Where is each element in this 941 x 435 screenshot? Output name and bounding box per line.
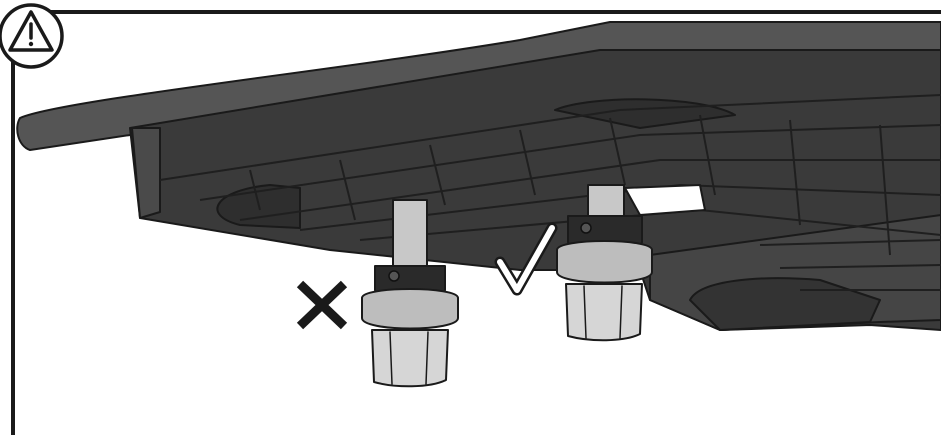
router-bit-correct [556,184,653,342]
bit-cutter [371,329,449,388]
bit-bearing [361,288,459,330]
table-rib-grid [159,94,941,291]
bit-shank [587,184,625,221]
table-opening [624,184,706,216]
diagram-frame [11,10,941,435]
checkmark-icon [494,222,558,296]
router-bit-incorrect [361,199,459,388]
cross-icon [296,280,348,330]
table-front-rail [131,127,161,219]
table-recess-right [689,277,881,331]
collar-screw [580,222,592,234]
bit-cutter [565,283,643,342]
collar-screw [388,270,400,282]
bit-shank [392,199,428,269]
bit-bearing [556,240,653,284]
warning-triangle-icon [0,3,64,69]
router-table [16,21,941,331]
